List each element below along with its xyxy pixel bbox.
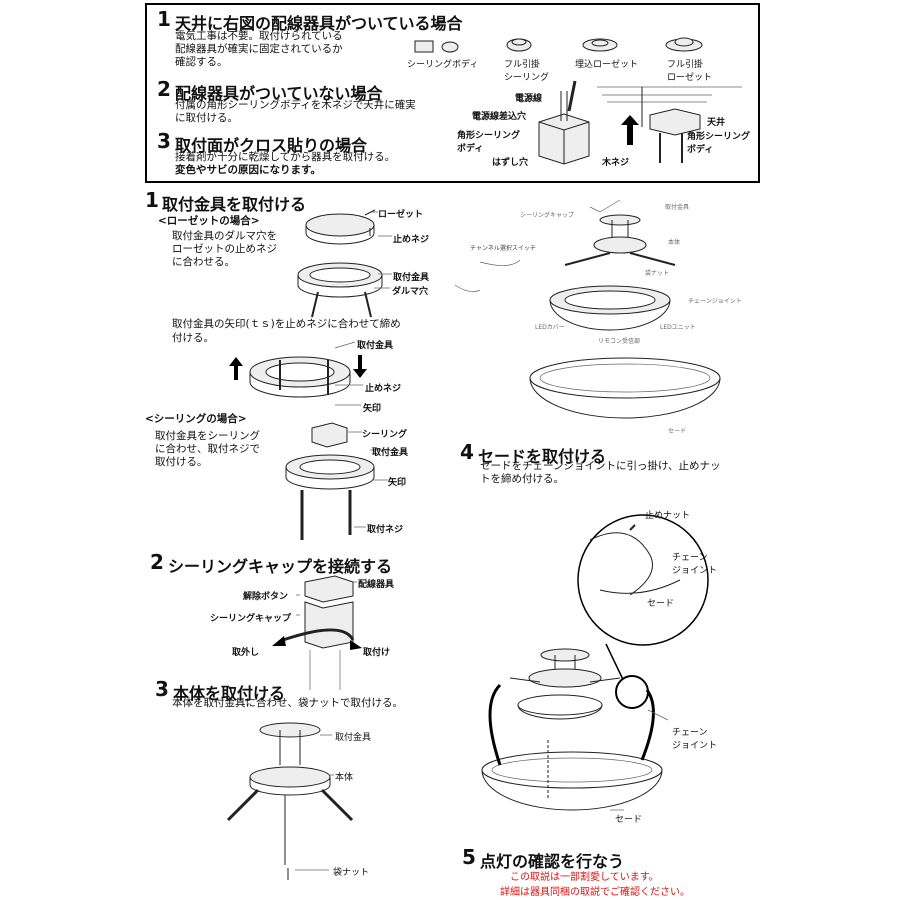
fixture-label-3: 埋込ローゼット — [575, 60, 639, 70]
label-square-body-2: 角形シーリング ボディ — [687, 132, 751, 155]
label-power-wire: 電源線 — [515, 94, 543, 104]
label-ov-cover: LEDカバー — [535, 324, 565, 331]
step-4-body-1: セードをチェーンジョイントに引っ掛け、止めナッ — [480, 460, 721, 472]
label-remove: 取外し — [232, 648, 260, 658]
step-3-body: 本体を取付金具に合わせ、袋ナットで取付ける。 — [172, 697, 403, 709]
label-chain-joint: チェーン ジョイント — [672, 728, 718, 751]
section-1-title: 天井に右図の配線器具がついている場合 — [175, 14, 463, 33]
section-2-body-2: に取付ける。 — [175, 112, 238, 124]
label-wood-screw: 木ネジ — [602, 158, 630, 168]
label-bracket-b: 取付金具 — [357, 341, 394, 351]
label-body-3: 本体 — [335, 773, 354, 783]
fixture-illustrations — [414, 37, 742, 165]
label-bracket-3: 取付金具 — [335, 733, 372, 743]
label-mount-screw: 取付ネジ — [367, 525, 404, 535]
label-shade-zoom: セード — [647, 599, 675, 609]
arrow-text-2: 付ける。 — [172, 332, 214, 344]
step-1-title: 取付金具を取付ける — [162, 195, 307, 214]
step-2-title: シーリングキャップを接続する — [168, 557, 393, 576]
ceiling-body-1: 取付金具をシーリング — [155, 430, 260, 442]
label-ov-nut: 袋ナット — [645, 270, 670, 277]
rosette-heading: <ローゼットの場合> — [158, 215, 260, 227]
label-ceiling-cap: シーリングキャップ — [210, 614, 292, 624]
fixture-label-1: シーリングボディ — [407, 60, 479, 70]
label-ov-unit: LEDユニット — [660, 324, 696, 331]
section-2-body-1: 付属の角形シーリングボディを木ネジで天井に確実 — [175, 99, 416, 111]
label-cap-nut-3: 袋ナット — [333, 868, 370, 878]
ceiling-heading: <シーリングの場合> — [145, 413, 247, 425]
label-bracket-a: 取付金具 — [393, 273, 430, 283]
label-chain-joint-zoom: チェーン ジョイント — [672, 553, 718, 576]
section-3-number: 3 — [157, 129, 171, 153]
arrow-text-1: 取付金具の矢印(ｔｓ)を止めネジに合わせて締め — [172, 318, 401, 330]
rosette-body-2: ローゼットの止めネジ — [172, 243, 277, 255]
step-4-title: セードを取付ける — [478, 447, 607, 466]
fixture-label-2: フル引掛 シーリング — [504, 60, 550, 83]
label-wire-hole: 電源線差込穴 — [472, 112, 527, 122]
step-1-number: 1 — [145, 188, 159, 212]
label-release-hole: はずし穴 — [492, 158, 529, 168]
step-3-number: 3 — [155, 677, 169, 701]
step-4-number: 4 — [460, 440, 474, 464]
step-5-title: 点灯の確認を行なう — [480, 852, 625, 871]
label-ov-body: 本体 — [668, 239, 681, 246]
label-ov-bracket: 取付金具 — [665, 204, 690, 211]
section-3-title: 取付面がクロス貼りの場合 — [175, 136, 368, 155]
label-attach: 取付け — [363, 648, 391, 658]
ceiling-body-3: 取付ける。 — [155, 456, 208, 468]
step-5-number: 5 — [462, 845, 476, 869]
label-wiring-device: 配線器具 — [358, 580, 395, 590]
section-1-body-1: 電気工事は不要。取付けられている — [175, 30, 343, 42]
step-4-body-2: トを締め付ける。 — [480, 473, 564, 485]
label-arrow-c: 矢印 — [388, 478, 407, 488]
label-arrow-b: 矢印 — [363, 404, 382, 414]
label-shade: セード — [615, 815, 643, 825]
ceiling-body-2: に合わせ、取付ネジで — [155, 443, 260, 455]
rosette-body-3: に合わせる。 — [172, 256, 235, 268]
section-1-body-2: 配線器具が確実に固定されているか — [175, 43, 343, 55]
rosette-body-1: 取付金具のダルマ穴を — [172, 230, 277, 242]
label-ov-chain: チェーンジョイント — [688, 298, 742, 305]
label-ceiling: 天井 — [707, 118, 726, 128]
section-3-body-1: 接着剤が十分に乾燥してから器具を取付ける。 — [175, 151, 396, 163]
fixture-label-4: フル引掛 ローゼット — [667, 60, 713, 83]
label-stop-nut: 止めナット — [645, 511, 691, 521]
label-bracket-c: 取付金具 — [372, 448, 409, 458]
label-daruma-hole: ダルマ穴 — [392, 287, 429, 297]
label-ov-sensor: リモコン受信部 — [598, 338, 641, 345]
label-stop-screw-b: 止めネジ — [365, 384, 402, 394]
section-3-body-bold: 変色やサビの原因になります。 — [175, 164, 321, 176]
label-ov-shade: セード — [668, 428, 687, 435]
step-3-title: 本体を取付ける — [173, 684, 286, 703]
step-2-number: 2 — [150, 550, 164, 574]
requirements-box: 1 天井に右図の配線器具がついている場合 電気工事は不要。取付けられている 配線… — [145, 3, 760, 183]
label-ov-channel: チャンネル選択スイッチ — [470, 245, 536, 252]
label-square-body: 角形シーリング ボディ — [457, 131, 521, 154]
label-release-button: 解除ボタン — [243, 592, 289, 602]
section-1-body-3: 確認する。 — [175, 56, 228, 68]
section-2-title: 配線器具がついていない場合 — [175, 84, 383, 103]
section-1-number: 1 — [157, 7, 171, 31]
label-ov-cap: シーリングキャップ — [520, 212, 575, 219]
label-stop-screw-a: 止めネジ — [393, 235, 430, 245]
label-rosette: ローゼット — [378, 210, 424, 220]
label-ceiling-c: シーリング — [362, 430, 408, 440]
section-2-number: 2 — [157, 77, 171, 101]
note-1: この取説は一部割愛しています。 — [510, 872, 659, 883]
note-2: 詳細は器具同梱の取説でご確認ください。 — [500, 887, 690, 898]
